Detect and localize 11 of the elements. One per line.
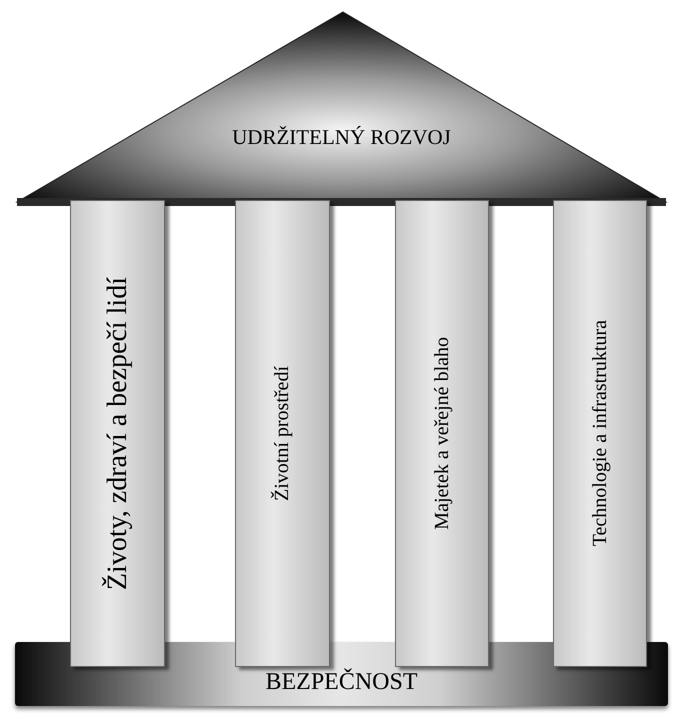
- pillar: [395, 200, 489, 667]
- pillar-label: Životy, zdraví a bezpečí lidí: [102, 276, 134, 590]
- roof-label: UDRŽITELNÝ ROZVOJ: [232, 125, 451, 150]
- roof: [15, 10, 668, 208]
- pillar-label: Technologie a infrastruktura: [588, 320, 612, 547]
- pillar: [553, 200, 647, 667]
- pillar-label: Majetek a veřejné blaho: [430, 337, 454, 530]
- pillar: [70, 200, 165, 667]
- pillar-label: Životní prostředí: [271, 366, 294, 501]
- pillar: [235, 200, 330, 667]
- base-label: BEZPEČNOST: [266, 669, 418, 696]
